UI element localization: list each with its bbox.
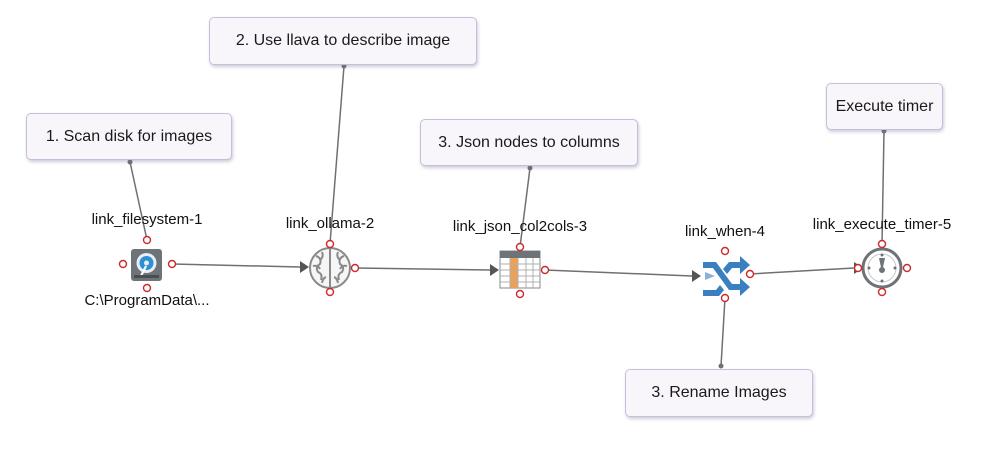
node-link-filesystem-1[interactable] — [131, 249, 162, 281]
node-label-execute-timer: link_execute_timer-5 — [812, 216, 952, 233]
port-ollama-top — [325, 239, 335, 249]
port-timer-top — [877, 239, 887, 249]
stopwatch-icon — [861, 247, 903, 289]
node-link-when-4[interactable] — [703, 256, 750, 296]
node-sublabel-filesystem-path: C:\ProgramData\... — [84, 292, 210, 309]
table-columns-icon — [499, 250, 541, 289]
connector-note-scan — [129, 161, 148, 241]
port-json-top — [515, 242, 525, 252]
node-label-filesystem: link_filesystem-1 — [91, 211, 203, 228]
connector-note-llava — [329, 65, 345, 245]
note-use-llava[interactable]: 2. Use llava to describe image — [209, 17, 477, 65]
port-timer-right — [902, 263, 912, 273]
node-label-when: link_when-4 — [684, 223, 766, 240]
port-when-right — [745, 269, 755, 279]
edge-ollama-json[interactable] — [354, 267, 491, 271]
port-json-bottom — [515, 289, 525, 299]
port-ollama-right — [350, 263, 360, 273]
note-json-nodes[interactable]: 3. Json nodes to columns — [420, 119, 638, 166]
port-filesystem-left — [118, 259, 128, 269]
port-ollama-bottom — [325, 287, 335, 297]
note-rename-images[interactable]: 3. Rename Images — [625, 369, 813, 417]
edge-json-when[interactable] — [544, 269, 693, 277]
edge-filesystem-ollama[interactable] — [171, 263, 301, 268]
port-timer-left — [853, 263, 863, 273]
note-execute-timer[interactable]: Execute timer — [826, 83, 943, 130]
edge-when-timer[interactable] — [749, 267, 855, 275]
port-filesystem-top — [142, 235, 152, 245]
switch-arrows-icon — [703, 256, 750, 296]
brain-icon — [309, 247, 351, 289]
node-label-ollama: link_ollama-2 — [285, 215, 375, 232]
hard-disk-icon — [131, 249, 162, 281]
port-filesystem-right — [167, 259, 177, 269]
connector-note-json — [519, 167, 531, 248]
port-timer-bottom — [877, 287, 887, 297]
port-json-right — [540, 265, 550, 275]
port-when-top — [720, 246, 730, 256]
connector-note-timer — [881, 130, 885, 245]
port-when-bottom — [720, 293, 730, 303]
flow-edges — [171, 263, 855, 277]
connector-note-rename — [720, 297, 726, 367]
ports[interactable] — [118, 235, 912, 303]
note-scan-disk[interactable]: 1. Scan disk for images — [26, 113, 232, 160]
note-connectors — [127, 63, 887, 369]
node-label-json-col2cols: link_json_col2cols-3 — [452, 218, 588, 235]
node-link-json-col2cols-3[interactable] — [499, 250, 541, 289]
node-link-ollama-2[interactable] — [309, 247, 351, 289]
port-filesystem-bottom — [142, 283, 152, 293]
node-link-execute-timer-5[interactable] — [861, 247, 903, 289]
